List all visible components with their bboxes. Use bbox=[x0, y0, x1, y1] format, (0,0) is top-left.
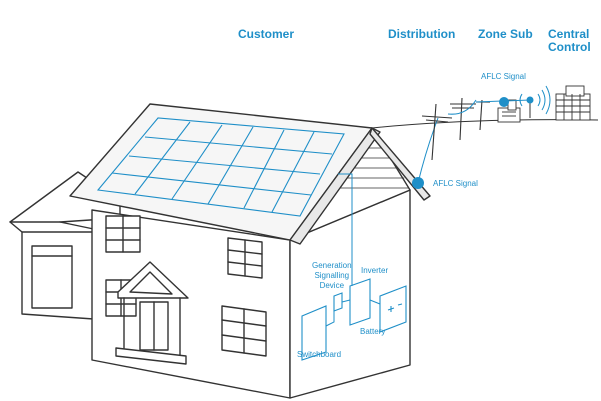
inverter-box bbox=[349, 278, 371, 326]
generation-signalling-device-label: Generation Signalling Device bbox=[312, 261, 352, 291]
aflc-signal-top-label: AFLC Signal bbox=[481, 72, 526, 81]
customer-header: Customer bbox=[238, 27, 295, 41]
central-control-line1: Central bbox=[548, 27, 590, 41]
inverter-label: Inverter bbox=[361, 266, 389, 275]
indoor-equipment bbox=[301, 278, 407, 361]
battery-label: Battery bbox=[360, 327, 386, 336]
signal-node-top bbox=[475, 97, 531, 107]
service-cable bbox=[417, 117, 439, 184]
wiring bbox=[325, 173, 381, 327]
gsd-line1: Generation bbox=[312, 261, 352, 270]
solar-panel-array bbox=[96, 117, 345, 217]
distribution-header: Distribution bbox=[388, 27, 456, 41]
upper-left-window bbox=[105, 215, 141, 253]
central-control-header: Central Control bbox=[548, 28, 591, 54]
upper-right-window bbox=[227, 237, 263, 279]
gsd-line3: Device bbox=[319, 281, 345, 290]
front-porch bbox=[115, 261, 189, 365]
signal-node-pole bbox=[412, 177, 424, 189]
signalling-device-box bbox=[333, 292, 343, 312]
antenna-icon bbox=[519, 85, 551, 118]
central-control-building bbox=[555, 85, 591, 121]
gsd-line2: Signalling bbox=[314, 271, 350, 280]
aflc-signal-pole-label: AFLC Signal bbox=[433, 179, 478, 188]
distribution-poles bbox=[421, 97, 490, 161]
roof bbox=[69, 103, 431, 245]
central-control-line2: Control bbox=[548, 40, 591, 54]
switchboard-label: Switchboard bbox=[297, 350, 342, 359]
switchboard-box bbox=[301, 305, 327, 361]
lower-right-window bbox=[221, 305, 267, 357]
zone-sub-header: Zone Sub bbox=[478, 27, 533, 41]
battery-box bbox=[379, 285, 407, 333]
distribution-line bbox=[371, 119, 599, 129]
